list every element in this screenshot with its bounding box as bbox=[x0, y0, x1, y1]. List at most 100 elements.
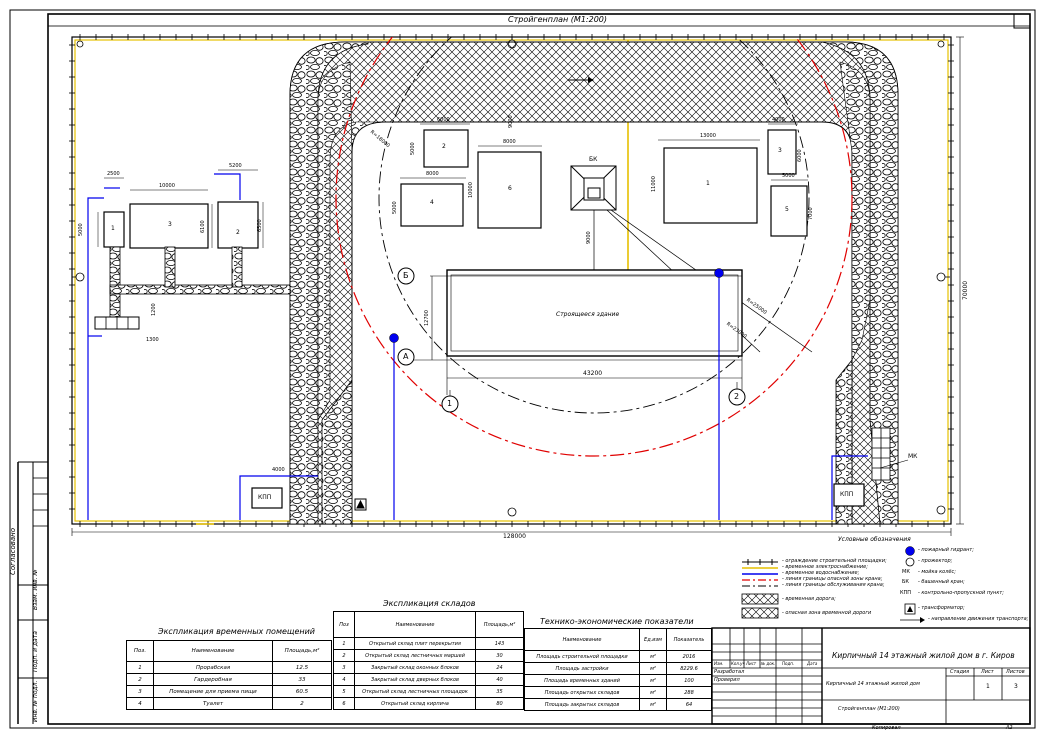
transformer-icon bbox=[354, 498, 367, 511]
crane-offset: 9000 bbox=[586, 231, 592, 244]
wheel-wash bbox=[871, 427, 891, 481]
temp-building-w: 10000 bbox=[159, 183, 175, 189]
warehouse-3 bbox=[767, 129, 797, 175]
axis-label-2: 2 bbox=[734, 392, 740, 401]
legend-item-right: - пожарный гидрант; bbox=[918, 547, 974, 553]
table-cell: 2016 bbox=[666, 650, 712, 663]
stamp-copied: Копировал bbox=[872, 725, 901, 731]
legend-item: - опасная зона временной дороги bbox=[782, 610, 872, 616]
legend-code: БК bbox=[902, 579, 909, 585]
stamp-sheets-h: Листов bbox=[1006, 669, 1025, 675]
axis-bubble-a bbox=[397, 348, 415, 366]
temp-building-num: 3 bbox=[168, 221, 172, 228]
left-sidebar-stamp bbox=[17, 461, 48, 724]
legend-item-right: - трансформатор; bbox=[918, 605, 965, 611]
table-cell: 3 bbox=[126, 685, 154, 698]
table-cell: 40 bbox=[475, 673, 524, 686]
table-cell: 35 bbox=[475, 685, 524, 698]
warehouse-1 bbox=[663, 147, 758, 224]
table-cell: Площадь открытых складов bbox=[524, 686, 640, 699]
table-cell: 100 bbox=[666, 674, 712, 687]
table-cell: Открытый склад плит перекрытия bbox=[354, 637, 476, 650]
stamp-sheet-h: Лист bbox=[981, 669, 994, 675]
legend-item: - линия границы опасной зоны крана; bbox=[782, 576, 883, 582]
table-header: Поз. bbox=[126, 640, 154, 662]
legend-item-right: - контрольно-пропускной пункт; bbox=[918, 590, 1004, 596]
wheel-wash-label: МК bbox=[908, 453, 918, 460]
table-cell: 8229.6 bbox=[666, 662, 712, 675]
legend-code: МК bbox=[902, 569, 910, 575]
dim-width: 128000 bbox=[503, 533, 526, 540]
stamp-sheets-no: 3 bbox=[1014, 683, 1018, 690]
warehouse-h: 11000 bbox=[651, 176, 657, 192]
table-tep-title: Технико-экономические показатели bbox=[540, 617, 694, 626]
temp-building-num: 2 bbox=[236, 229, 240, 236]
floodlight-icon bbox=[72, 37, 950, 517]
stamp-sheet-no: 1 bbox=[986, 683, 990, 690]
sheet-outer-frame bbox=[9, 9, 1036, 729]
table-header: Наименование bbox=[524, 628, 640, 651]
crane-label: БК bbox=[589, 156, 598, 163]
drawing-title: Стройгенплан (М1:200) bbox=[508, 15, 607, 24]
axis-bubble-b bbox=[397, 267, 415, 285]
temp-building-h: 6500 bbox=[257, 219, 263, 232]
legend-graphics bbox=[741, 546, 925, 623]
gate-kpp-left bbox=[251, 487, 283, 509]
table-cell: Открытый склад лестничных площадок bbox=[354, 685, 476, 698]
gate-label: КПП bbox=[840, 491, 854, 498]
dim-9000: 9000 bbox=[508, 115, 514, 128]
table-temp-title: Экспликация временных помещений bbox=[158, 627, 315, 636]
temp-building-w: 2500 bbox=[107, 171, 120, 177]
legend-item: - временное водоснабжение; bbox=[782, 570, 860, 576]
temporary-buildings bbox=[103, 201, 259, 249]
table-cell: 4 bbox=[333, 673, 355, 686]
warehouse-num: 6 bbox=[508, 185, 512, 192]
warehouse-6 bbox=[477, 151, 542, 229]
stamp-developer: Разработал bbox=[714, 669, 745, 675]
legend-title: Условные обозначения bbox=[838, 536, 911, 543]
stamp-col: Подп. bbox=[782, 661, 795, 666]
temp-building-2 bbox=[217, 201, 259, 249]
sidebar-label: Инв. № подл. bbox=[32, 680, 39, 722]
dim-1200: 1200 bbox=[151, 303, 157, 316]
warehouse-w: 4000 bbox=[772, 117, 785, 123]
temp-path bbox=[109, 246, 291, 318]
warehouse-5 bbox=[770, 185, 808, 237]
table-cell: м² bbox=[639, 662, 667, 675]
warehouse-4 bbox=[400, 183, 464, 227]
warehouse-num: 3 bbox=[778, 147, 782, 154]
axis-label-b: Б bbox=[403, 271, 409, 280]
temp-building-3 bbox=[129, 203, 209, 249]
water-supply bbox=[87, 173, 868, 520]
legend-item: - временное электроснабжение; bbox=[782, 564, 868, 570]
table-tep: Наименование Ед.изм Показатель Площадь с… bbox=[524, 628, 712, 711]
table-cell: 2 bbox=[126, 673, 154, 686]
table-header: Поз bbox=[333, 611, 355, 638]
storage-warehouses bbox=[400, 129, 808, 237]
stamp-checker: Проверил bbox=[714, 677, 740, 683]
table-cell: 30 bbox=[475, 649, 524, 662]
legend-item-right: - прожектор; bbox=[918, 558, 953, 564]
table-cell: 60.5 bbox=[272, 685, 332, 698]
warehouse-num: 5 bbox=[785, 206, 789, 213]
axis-label-1: 1 bbox=[447, 399, 453, 408]
table-cell: Площадь временных зданий bbox=[524, 674, 640, 687]
table-cell: Закрытый склад оконных блоков bbox=[354, 661, 476, 674]
legend-item-right: - мойка колёс; bbox=[918, 569, 956, 575]
table-header: Ед.изм bbox=[639, 628, 667, 651]
table-cell: 33 bbox=[272, 673, 332, 686]
traffic-direction-arrow bbox=[568, 77, 594, 83]
dimension-lines bbox=[71, 36, 964, 536]
warehouse-w: 6000 bbox=[437, 117, 450, 123]
table-cell: 4 bbox=[126, 697, 154, 710]
table-cell: 6 bbox=[333, 697, 355, 710]
table-cell: Открытый склад кирпича bbox=[354, 697, 476, 710]
crane-danger-zone bbox=[335, 37, 853, 457]
table-cell: м² bbox=[639, 686, 667, 699]
table-header: Наименование bbox=[354, 611, 476, 638]
table-cell: Прорабская bbox=[153, 661, 273, 674]
warehouse-w: 8000 bbox=[503, 139, 516, 145]
site-fence bbox=[71, 36, 952, 525]
